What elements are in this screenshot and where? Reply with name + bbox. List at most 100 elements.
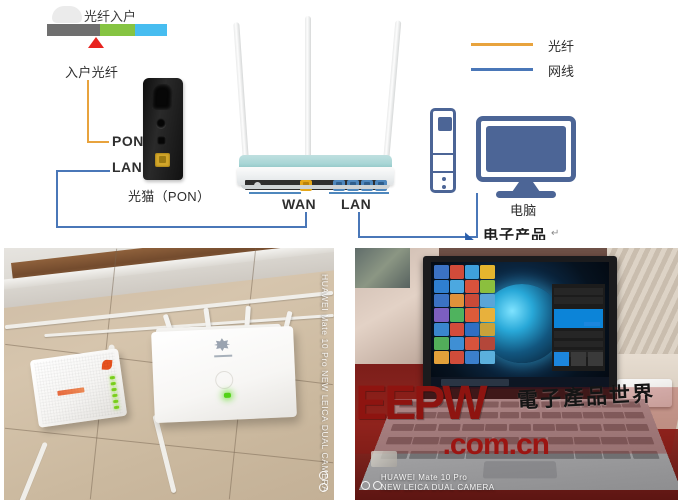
desktop-icon[interactable] xyxy=(480,336,495,351)
legend-label-cable: 网线 xyxy=(548,64,575,79)
key xyxy=(408,451,438,459)
watermark-text: 电子产品 xyxy=(483,228,548,240)
key xyxy=(479,402,499,408)
keyboard-row[interactable] xyxy=(398,402,642,408)
photo-modem-router-floor: HUAWEI Mate 10 Pro NEW LEICA DUAL CAMERA xyxy=(4,248,334,500)
desktop-icon[interactable] xyxy=(434,322,449,336)
legend-label-fiber: 光纤 xyxy=(548,39,575,54)
key xyxy=(437,451,466,459)
key xyxy=(436,412,457,419)
desktop-icon[interactable] xyxy=(464,322,480,336)
key xyxy=(499,412,519,419)
modem-lan-line-vertical xyxy=(56,172,58,228)
key xyxy=(582,412,604,419)
wifi-network-panel[interactable] xyxy=(551,284,606,371)
laptop-lid xyxy=(422,255,617,407)
pc-monitor-neck xyxy=(512,180,540,192)
quick-tile-wifi[interactable] xyxy=(553,351,570,366)
bar-segment-blue xyxy=(134,24,167,36)
desktop-icon[interactable] xyxy=(480,351,495,365)
desktop-icon[interactable] xyxy=(480,265,495,279)
keyboard-row[interactable] xyxy=(394,412,646,419)
desktop-icon[interactable] xyxy=(449,293,464,308)
quick-tile-hotspot[interactable] xyxy=(588,351,604,366)
desktop-icon[interactable] xyxy=(434,351,449,365)
key xyxy=(623,412,646,419)
modem-led xyxy=(110,387,117,392)
pc-monitor-screen xyxy=(486,126,566,172)
desktop-icon[interactable] xyxy=(464,279,480,293)
camera-ring xyxy=(361,480,371,490)
wifi-network-row[interactable] xyxy=(553,297,604,305)
wifi-network-selected-row[interactable] xyxy=(553,308,604,328)
wifi-network-row[interactable] xyxy=(553,331,604,338)
pc-led-1 xyxy=(442,177,446,181)
key xyxy=(625,424,650,432)
desktop-icon[interactable] xyxy=(449,279,464,293)
wifi-network-row[interactable] xyxy=(553,287,604,295)
desktop-icon[interactable] xyxy=(434,293,449,308)
desktop-icon[interactable] xyxy=(434,336,449,351)
pc-tower-icon xyxy=(430,108,456,193)
huawei-brand-line: HUAWEI Mate 10 Pro xyxy=(320,273,330,367)
key xyxy=(384,437,413,445)
key xyxy=(415,412,437,419)
desktop-icon[interactable] xyxy=(480,322,495,336)
desktop-icon[interactable] xyxy=(449,336,464,351)
lan-drop-line xyxy=(358,212,360,238)
bar-segment-green xyxy=(99,24,135,36)
desktop-icon[interactable] xyxy=(434,265,449,279)
keyboard-row[interactable] xyxy=(389,424,650,432)
modem-led xyxy=(113,405,119,409)
keyboard-row[interactable] xyxy=(384,437,655,445)
desktop-icon[interactable] xyxy=(464,351,480,365)
desktop-icon[interactable] xyxy=(464,265,480,279)
taskbar-search-box[interactable] xyxy=(441,378,510,387)
wifi-connect-button[interactable] xyxy=(583,322,601,327)
desktop-icon[interactable] xyxy=(480,293,495,308)
huawei-camera-watermark-left: HUAWEI Mate 10 Pro NEW LEICA DUAL CAMERA xyxy=(320,274,330,492)
fiber-line-vertical xyxy=(87,80,89,143)
desktop-icon[interactable] xyxy=(464,293,480,308)
photo-wifi-router xyxy=(150,325,297,423)
desktop-icon[interactable] xyxy=(449,351,464,365)
desktop-icon[interactable] xyxy=(449,265,464,279)
desktop-icon[interactable] xyxy=(449,322,464,336)
quilt-pattern xyxy=(355,248,410,289)
router-antenna-2 xyxy=(305,16,311,162)
pc-divider-1 xyxy=(433,153,453,155)
ont-modem-device-illustration xyxy=(143,78,183,180)
key xyxy=(547,437,574,445)
key xyxy=(520,412,540,419)
router-body xyxy=(237,167,394,194)
windows-taskbar[interactable] xyxy=(430,377,609,389)
key xyxy=(602,451,632,459)
modem-led xyxy=(111,393,117,397)
modem-brand-logo-icon xyxy=(101,358,113,370)
pc-divider-2 xyxy=(433,171,453,173)
cloud-icon xyxy=(52,6,82,23)
desktop-icon[interactable] xyxy=(480,308,495,322)
key xyxy=(457,412,478,419)
key xyxy=(520,437,546,445)
key xyxy=(540,402,560,408)
wifi-network-row[interactable] xyxy=(553,340,604,348)
keyboard-row[interactable] xyxy=(379,451,660,459)
key xyxy=(600,402,621,408)
desktop-icon[interactable] xyxy=(464,308,480,322)
desktop-icon[interactable] xyxy=(449,308,464,322)
modem-to-wan-line xyxy=(56,226,306,228)
desktop-icon[interactable] xyxy=(434,279,449,293)
desktop-icon[interactable] xyxy=(434,308,449,322)
paragraph-return-icon: ↵ xyxy=(551,228,560,239)
huawei-brand-line: HUAWEI Mate 10 Pro xyxy=(380,473,468,483)
key xyxy=(493,437,519,445)
quick-tile-airplane[interactable] xyxy=(571,351,587,366)
router-top-shell xyxy=(239,155,392,169)
huawei-camera-watermark-right: HUAWEI Mate 10 Pro NEW LEICA DUAL CAMERA xyxy=(381,473,495,492)
desktop-icon[interactable] xyxy=(480,279,495,293)
quick-action-tiles[interactable] xyxy=(553,351,604,366)
fiber-entry-label: 光纤入户 xyxy=(84,9,137,24)
desktop-icon[interactable] xyxy=(464,336,480,351)
